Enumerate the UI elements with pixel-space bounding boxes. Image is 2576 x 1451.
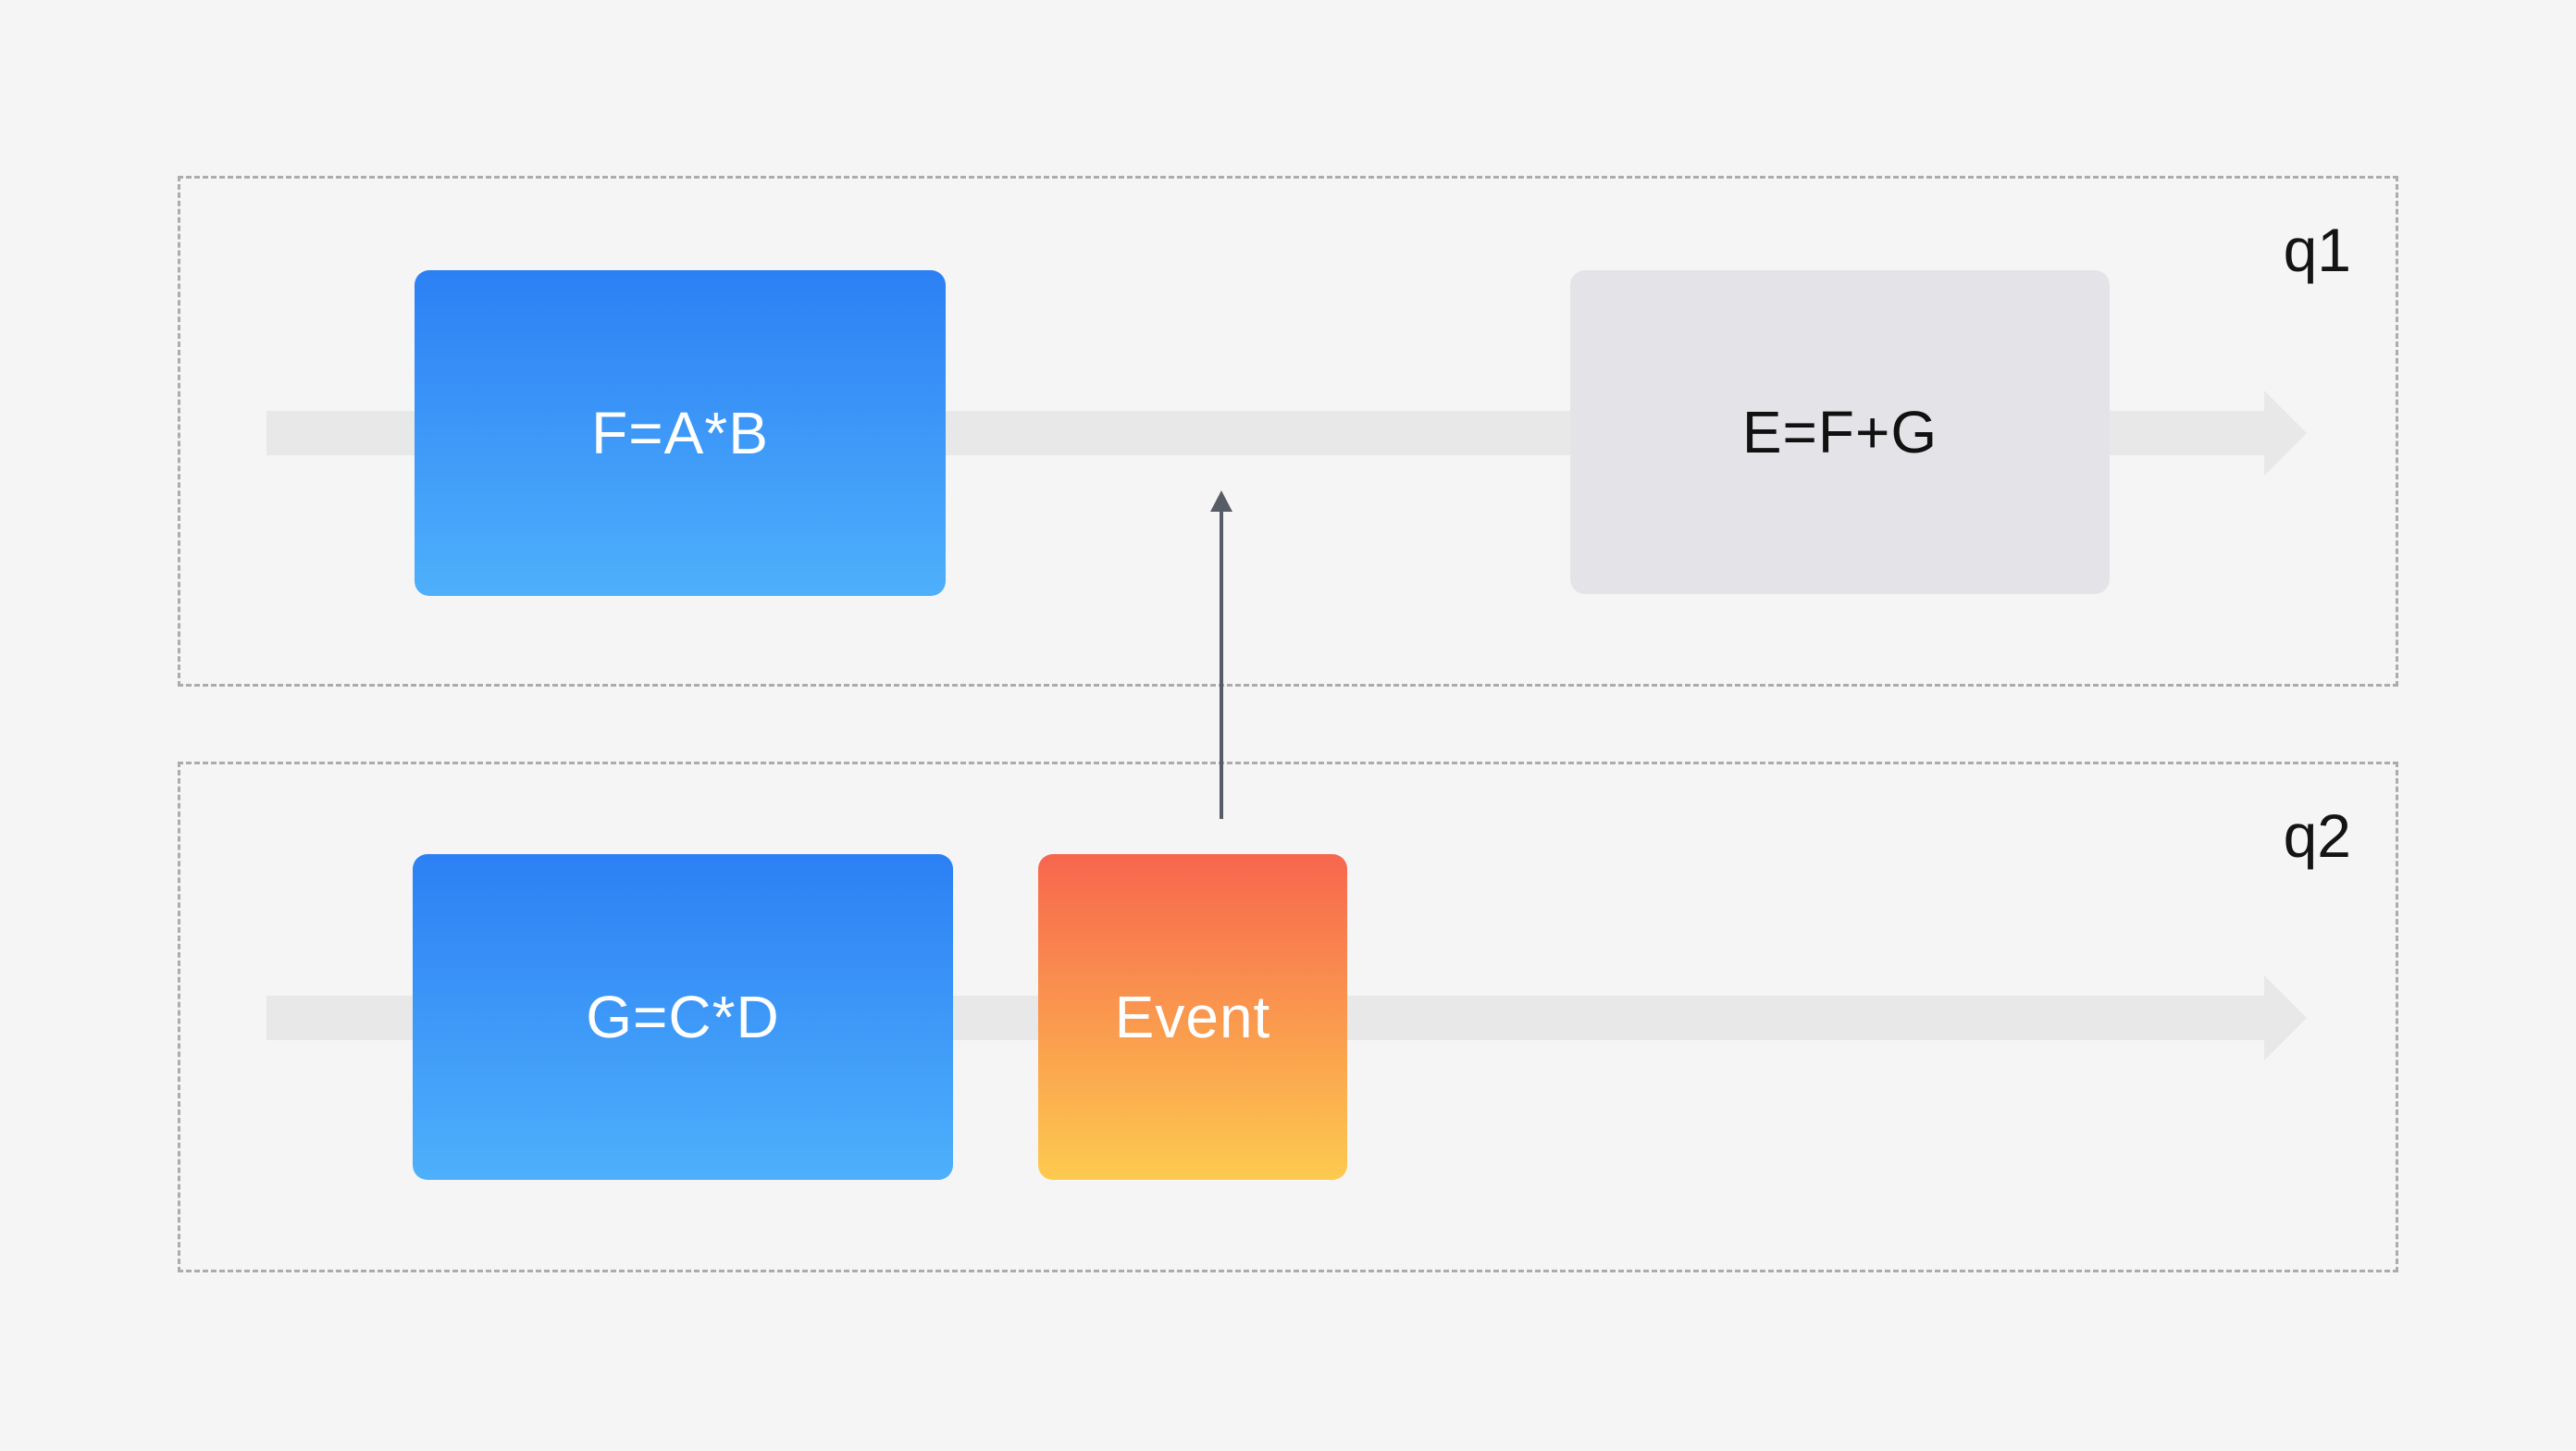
timeline-arrowhead-q1-icon — [2264, 391, 2307, 476]
node-multiply-cd: G=C*D — [413, 854, 953, 1180]
node-multiply-cd-label: G=C*D — [586, 984, 780, 1050]
lane-q1-label: q1 — [2283, 216, 2351, 284]
node-event: Event — [1038, 854, 1347, 1180]
event-signal-arrow-line — [1220, 511, 1223, 819]
lane-q2: q2 — [178, 762, 2398, 1272]
node-multiply-ab-label: F=A*B — [591, 400, 769, 466]
lane-q2-label: q2 — [2283, 801, 2351, 870]
node-event-label: Event — [1114, 984, 1271, 1050]
node-multiply-ab: F=A*B — [415, 270, 946, 596]
timeline-arrowhead-q2-icon — [2264, 975, 2307, 1060]
lane-q1: q1 — [178, 176, 2398, 687]
node-add-fg-label: E=F+G — [1741, 399, 1938, 465]
node-add-fg: E=F+G — [1570, 270, 2110, 594]
event-signal-arrowhead-icon — [1210, 490, 1232, 512]
